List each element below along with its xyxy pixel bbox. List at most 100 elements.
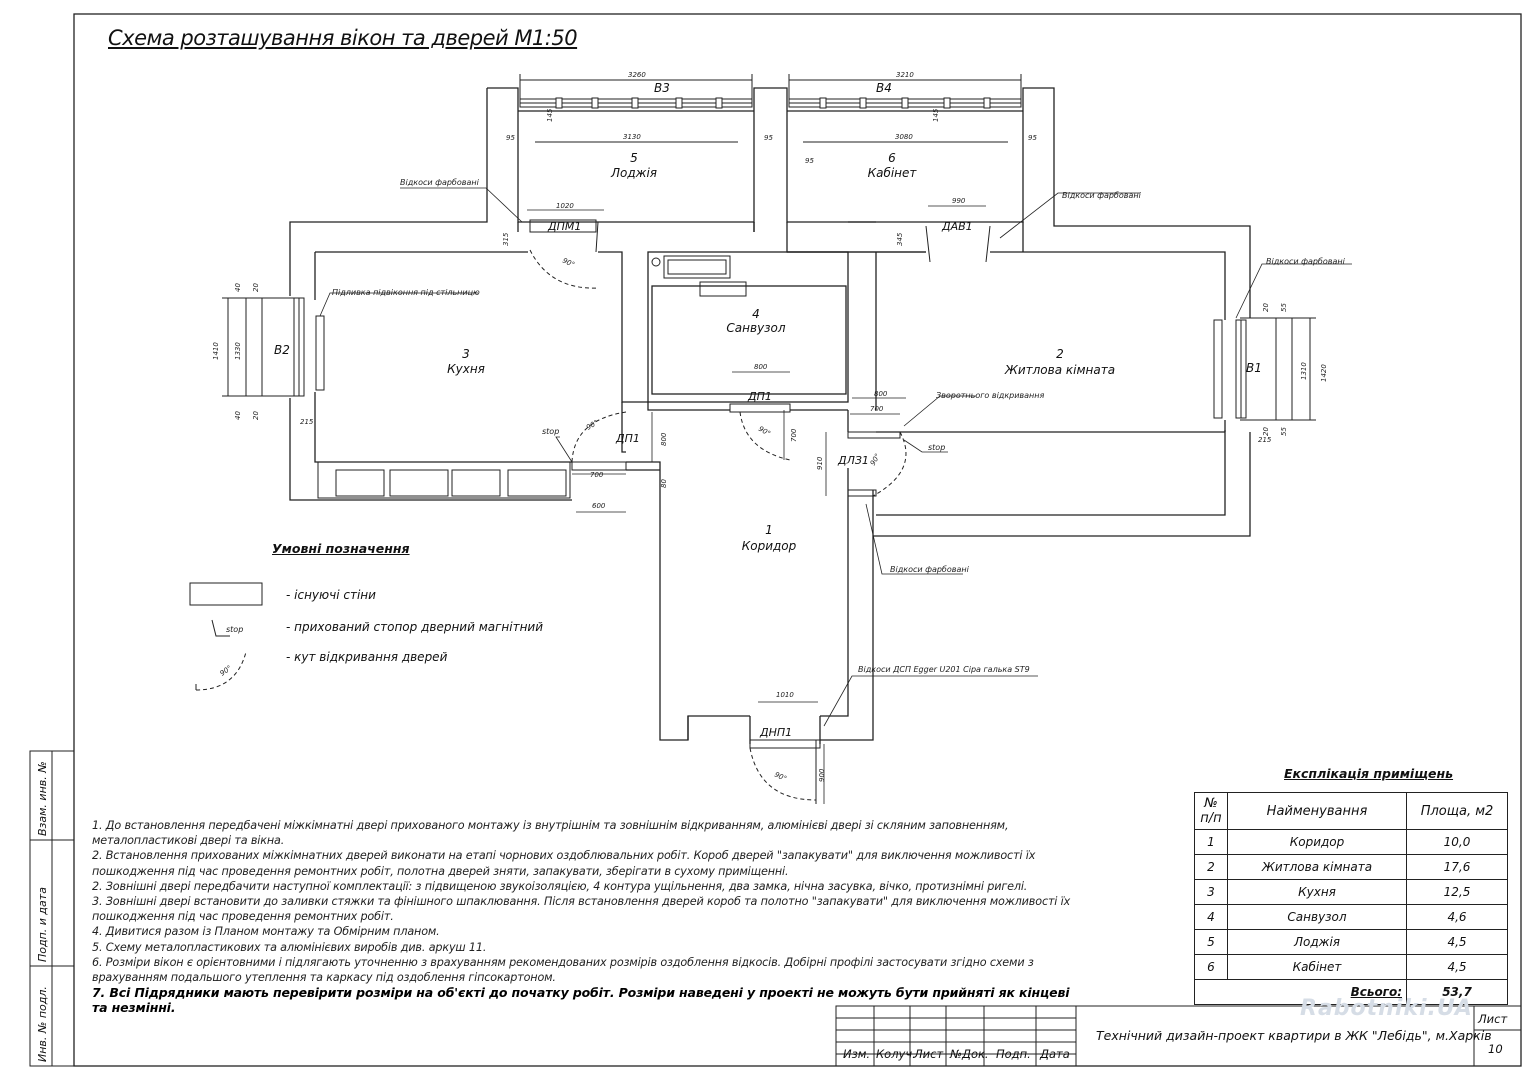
note: 1. До встановлення передбачені міжкімнат… [92, 819, 1009, 848]
annotation-labels: Відкоси фарбовані Відкоси фарбовані Відк… [332, 178, 1346, 674]
angle-label: 90° [869, 452, 882, 467]
legend-stop-label: stop [226, 625, 243, 634]
stop-symbol [211, 619, 230, 637]
cell: 3 [1194, 879, 1228, 905]
project-name: Технічний дизайн-проект квартири в ЖК "Л… [1096, 1028, 1492, 1043]
annotation: Відкоси ДСП Egger U201 Сіра галька ST9 [858, 665, 1030, 674]
stamp-col: Лист [914, 1047, 944, 1061]
header-num: № п/п [1194, 792, 1228, 830]
dim-label: 215 [1258, 436, 1272, 444]
notes-block: 1. До встановлення передбачені міжкімнат… [92, 818, 1077, 1015]
window-label-b2: В2 [274, 343, 290, 357]
watermark-logo: Rabotniki.UA [1300, 996, 1473, 1021]
annotation: stop [542, 427, 559, 436]
window-b1 [1213, 317, 1316, 421]
stamp-col: Колуч. [876, 1047, 916, 1061]
dim-label: 800 [874, 390, 888, 398]
door-label-dlz1: ДЛЗ1 [837, 454, 869, 467]
dim-label: 3210 [896, 71, 914, 79]
dim-label: 600 [592, 502, 606, 510]
annotation: Відкоси фарбовані [890, 565, 970, 574]
dim-label: 315 [502, 232, 510, 246]
dim-label: 900 [818, 768, 826, 782]
door-label-dav1: ДАВ1 [941, 220, 973, 233]
dim-label: 800 [754, 363, 768, 371]
cell: Кабінет [1227, 954, 1407, 980]
door-label-dnp1: ДНП1 [759, 726, 792, 739]
table-header-row: № п/п Найменування Площа, м2 [1194, 792, 1508, 830]
explication-title: Експлікація приміщень [1284, 766, 1454, 781]
dim-label: 700 [590, 471, 604, 479]
dim-label: 95 [805, 157, 814, 165]
dimension-labels-vertical: 145 145 315 345 1410 1330 40 20 40 20 13… [212, 108, 1328, 782]
wall-symbol [189, 582, 263, 606]
note-bold: 7. Всі Підрядники мають перевірити розмі… [92, 985, 1070, 1016]
room-name-cabinet: Кабінет [868, 166, 918, 180]
sheet-number: 10 [1488, 1042, 1503, 1056]
dim-label: 800 [660, 432, 668, 446]
angle-label: 90° [561, 257, 576, 270]
dim-label: 55 [1280, 427, 1288, 436]
sheet-label: Лист [1478, 1012, 1508, 1026]
cell: 4,5 [1406, 929, 1508, 955]
dim-label: 700 [870, 405, 884, 413]
room-name-loggia: Лоджія [610, 166, 657, 180]
room-num: 5 [630, 151, 638, 165]
sheet-frame [73, 13, 1522, 1067]
dim-label: 40 [234, 283, 242, 292]
legend-symbols [189, 582, 263, 691]
annotation: Зворотнього відкривання [936, 391, 1045, 400]
dim-label: 145 [932, 108, 940, 122]
room-name-bathroom: Санвузол [726, 321, 785, 335]
note: 2. Встановлення прихованих міжкімнатних … [92, 849, 1036, 878]
cell: Кухня [1227, 879, 1407, 905]
cell: 1 [1194, 829, 1228, 855]
window-b4 [788, 74, 1022, 143]
dim-label: 95 [506, 134, 515, 142]
side-stamp-text: Инв. № подл. [36, 986, 49, 1062]
table-total-row: Всього: 53,7 [1194, 979, 1508, 1005]
stamp-col: №Док. [950, 1047, 989, 1061]
dim-label: 3130 [623, 133, 641, 141]
header-area: Площа, м2 [1406, 792, 1508, 830]
legend-title: Умовні позначення [272, 541, 410, 556]
bath-fixtures [651, 255, 747, 297]
side-stamp-text: Подп. и дата [36, 887, 49, 962]
angle-label: 90° [757, 425, 772, 438]
cell: 12,5 [1406, 879, 1508, 905]
cell: Коридор [1227, 829, 1407, 855]
angle-label: 90° [773, 771, 788, 784]
total-label: Всього: [1194, 979, 1407, 1005]
room-name-living: Житлова кімната [1004, 363, 1115, 377]
dim-label: 95 [1028, 134, 1037, 142]
dim-label: 20 [252, 411, 260, 420]
stamp-col: Изм. [843, 1047, 871, 1061]
note: 4. Дивитися разом із Планом монтажу та О… [92, 925, 440, 939]
dim-label: 1010 [776, 691, 794, 699]
door-label-dpm1: ДПМ1 [547, 220, 581, 233]
room-num: 4 [752, 307, 760, 321]
cell: 6 [1194, 954, 1228, 980]
cell: 4,5 [1406, 954, 1508, 980]
dim-label: 20 [1262, 427, 1270, 436]
legend-item-angle: - кут відкривання дверей [286, 650, 448, 664]
dim-label: 80 [660, 479, 668, 488]
room-num: 2 [1056, 347, 1064, 361]
room-num: 3 [462, 347, 470, 361]
cell: 10,0 [1406, 829, 1508, 855]
room-num: 6 [888, 151, 896, 165]
window-b3 [519, 74, 753, 143]
dim-label: 40 [234, 411, 242, 420]
cell: 17,6 [1406, 854, 1508, 880]
dim-label: 1330 [234, 342, 242, 360]
note: 3. Зовнішні двері встановити до заливки … [92, 895, 1071, 924]
drawing-title: Схема розташування вікон та дверей М1:50 [108, 26, 578, 50]
cell: Лоджія [1227, 929, 1407, 955]
note: 2. Зовнішні двері передбачити наступної … [92, 879, 1028, 893]
